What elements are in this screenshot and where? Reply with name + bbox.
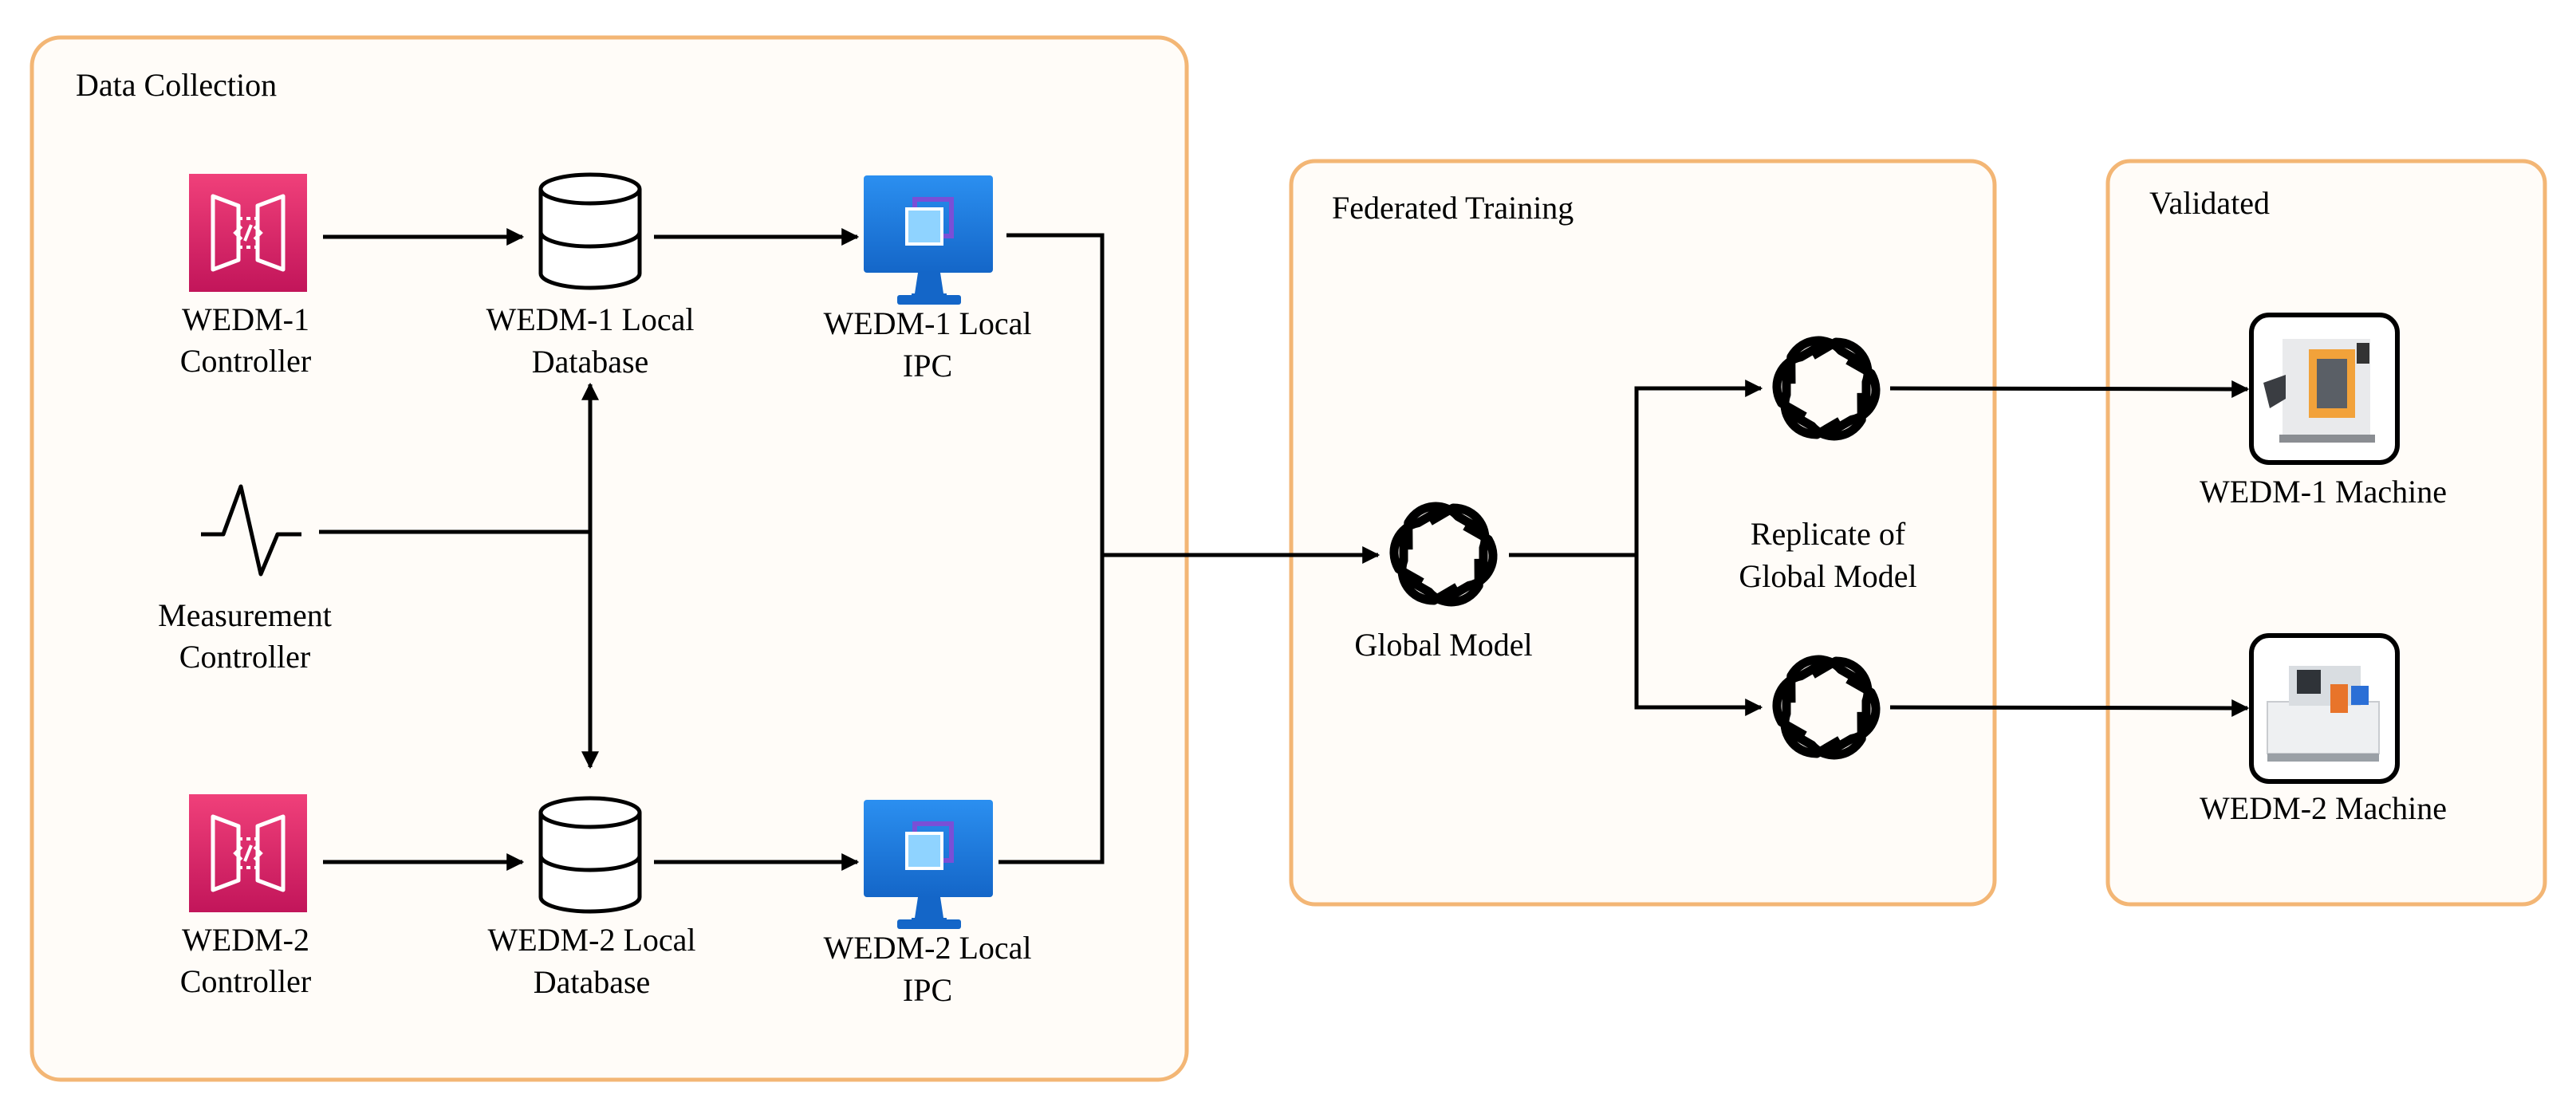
panel-title-federated-training: Federated Training [1332,190,1574,226]
node-label-wedm2-controller-line2: Controller [180,963,311,999]
node-label-wedm2-machine: WEDM-2 Machine [2200,790,2447,826]
arrow-to-machine-1 [1889,380,2250,398]
node-label-wedm1-ipc-line2: IPC [903,348,952,384]
node-label-wedm2-controller-line1: WEDM-2 [182,922,309,958]
node-label-wedm1-controller-line2: Controller [180,343,311,379]
database-cylinder-icon [541,798,640,911]
panel-title-validated: Validated [2149,185,2270,221]
arrow-to-replica-2 [1634,555,1763,717]
line-ipc1 [1006,233,1105,555]
node-label-wedm1-database-line1: WEDM-1 Local [486,301,694,337]
node-label-measurement-line2: Controller [179,639,310,675]
node-label-replicate-line2: Global Model [1739,558,1916,594]
arrow-to-machine-2 [1889,699,2250,717]
node-label-wedm2-ipc-line1: WEDM-2 Local [823,930,1031,966]
panel-validated: Validated [2105,159,2547,907]
node-label-wedm1-database-line2: Database [532,344,649,380]
node-label-wedm1-machine: WEDM-1 Machine [2200,474,2447,510]
node-label-measurement-line1: Measurement [158,597,332,633]
node-label-global-model: Global Model [1354,627,1532,663]
node-label-replicate-line1: Replicate of [1751,516,1906,552]
api-gateway-icon [189,794,307,912]
connectors [319,227,2250,872]
database-cylinder-icon [541,175,640,288]
node-label-wedm1-controller-line1: WEDM-1 [182,301,309,337]
signal-pulse-icon [201,484,301,577]
cnc-machine-icon [2249,313,2400,465]
node-label-wedm1-ipc-line1: WEDM-1 Local [823,305,1031,341]
node-label-wedm2-database-line2: Database [534,964,651,1000]
api-gateway-icon [189,174,307,292]
node-label-wedm2-ipc-line2: IPC [903,972,952,1008]
panel-title-data-collection: Data Collection [76,67,277,103]
line-ipc2 [998,555,1105,864]
arrow-to-replica-1 [1634,379,1763,555]
cnc-machine-icon [2249,633,2400,784]
node-label-wedm2-database-line1: WEDM-2 Local [487,922,695,958]
